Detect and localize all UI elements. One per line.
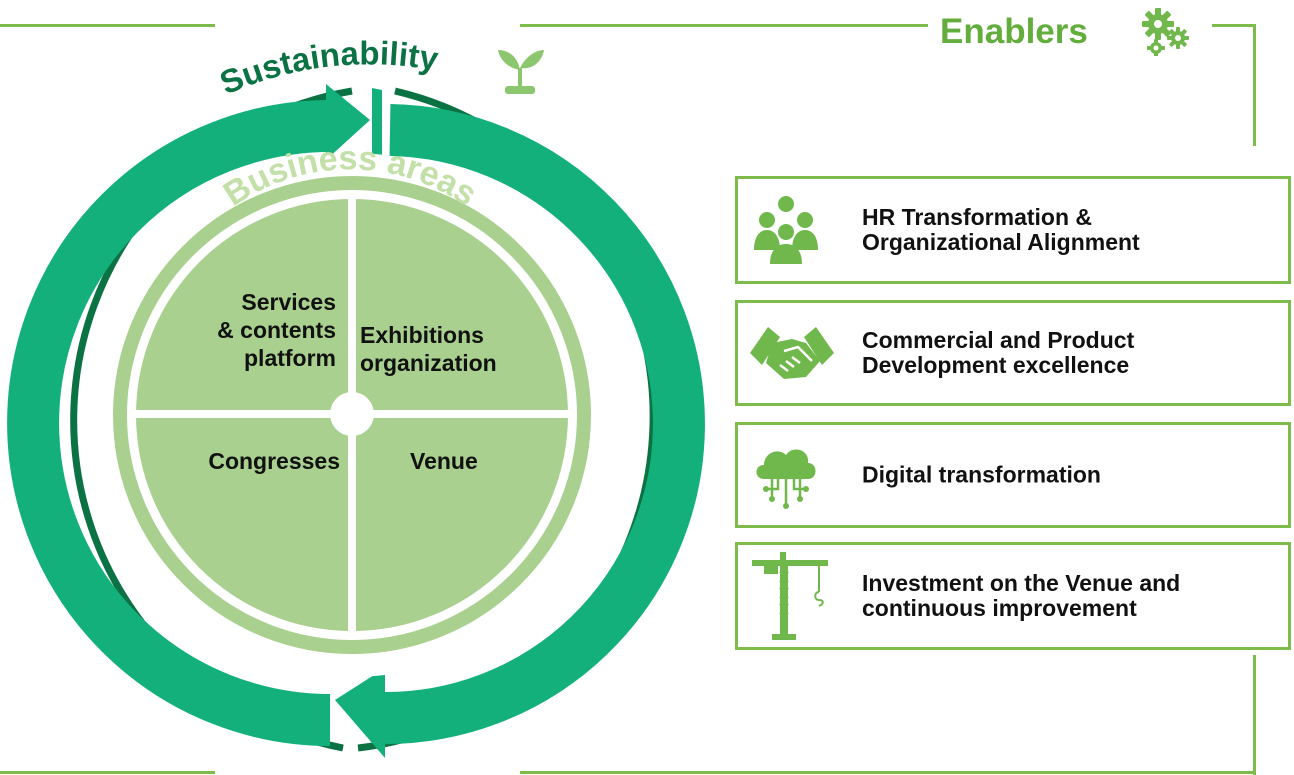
quadrant-label-services: Services & contents platform xyxy=(217,289,336,371)
frame-line-bottom-left xyxy=(0,771,215,774)
enabler-label-digital: Digital transformation xyxy=(862,461,1101,488)
cloud-circuit-icon xyxy=(756,449,816,509)
frame-line-top-right xyxy=(1212,24,1256,27)
construction-crane-icon xyxy=(752,552,828,640)
arrowhead-top xyxy=(326,84,370,160)
sprout-icon xyxy=(498,50,544,94)
enabler-box-investment: Investment on the Venue and continuous i… xyxy=(735,542,1291,650)
arrow-band-right xyxy=(379,104,706,745)
handshake-icon xyxy=(750,327,834,379)
business-circle-diagram: Sustainability Business areas xyxy=(7,34,706,758)
frame-line-bottom-right xyxy=(520,771,1256,774)
frame-line-right-bottom xyxy=(1253,655,1256,775)
gears-icon xyxy=(1142,8,1189,56)
frame-line-top-middle xyxy=(520,24,928,27)
quadrant-label-venue: Venue xyxy=(410,448,478,474)
enabler-label-hr: HR Transformation & Organizational Align… xyxy=(862,204,1140,255)
frame-line-right-top xyxy=(1253,24,1256,146)
team-people-icon xyxy=(754,196,818,264)
quadrant-label-congresses: Congresses xyxy=(208,448,340,474)
arrow-band-left xyxy=(7,100,331,746)
enabler-box-commercial: Commercial and Product Development excel… xyxy=(735,300,1291,406)
center-hub xyxy=(330,392,374,436)
enabler-box-hr: HR Transformation & Organizational Align… xyxy=(735,176,1291,284)
quadrant-label-exhibitions: Exhibitions organization xyxy=(360,322,497,376)
frame-line-top-left xyxy=(0,24,215,27)
enablers-title: Enablers xyxy=(940,12,1088,51)
enabler-label-investment: Investment on the Venue and continuous i… xyxy=(862,570,1181,621)
arrowhead-bottom xyxy=(335,668,385,758)
enabler-box-digital: Digital transformation xyxy=(735,422,1291,528)
enabler-label-commercial: Commercial and Product Development excel… xyxy=(862,327,1135,378)
business-areas-ring xyxy=(113,176,591,654)
